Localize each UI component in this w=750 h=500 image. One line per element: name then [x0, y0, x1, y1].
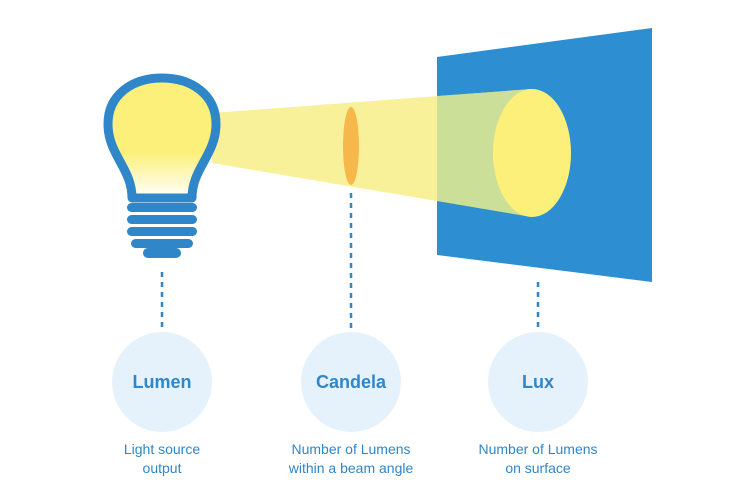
lumen-title: Lumen: [132, 371, 192, 392]
candela-description: Number of Lumens within a beam angle: [261, 440, 441, 478]
bulb-base: [127, 203, 197, 258]
candela-desc-line2: within a beam angle: [288, 460, 414, 476]
candela-beam-cross-section: [343, 107, 359, 185]
candela-circle: Candela: [301, 332, 401, 432]
lumen-circle: Lumen: [112, 332, 212, 432]
lux-desc-line1: Number of Lumens: [478, 441, 598, 457]
lux-desc-line2: on surface: [505, 460, 571, 476]
lux-description: Number of Lumens on surface: [448, 440, 628, 478]
candela-desc-line1: Number of Lumens: [291, 441, 411, 457]
candela-title: Candela: [315, 371, 387, 392]
lux-light-spot: [493, 89, 571, 217]
lumen-desc-line2: output: [142, 460, 182, 476]
bulb-glass: [103, 73, 221, 203]
lux-title: Lux: [521, 371, 554, 392]
lumen-desc-line1: Light source: [123, 441, 201, 457]
lumen-description: Light source output: [72, 440, 252, 478]
lux-circle: Lux: [488, 332, 588, 432]
